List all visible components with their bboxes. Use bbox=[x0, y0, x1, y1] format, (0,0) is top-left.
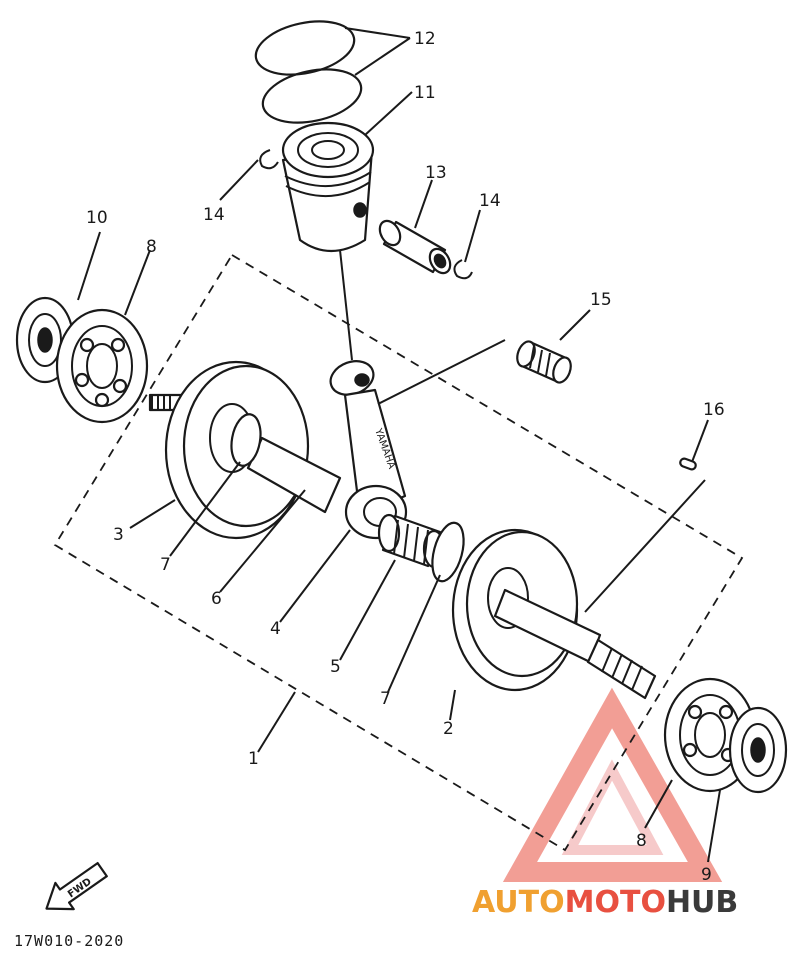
watermark-part-3: HUB bbox=[666, 885, 738, 920]
connecting-rod: YAMAHA bbox=[329, 360, 408, 540]
callout-2: 2 bbox=[443, 719, 454, 739]
woodruff-key bbox=[679, 457, 697, 471]
callout-16: 16 bbox=[703, 400, 725, 420]
crankshaft-right bbox=[451, 528, 657, 700]
callout-13: 13 bbox=[425, 163, 447, 183]
callout-8-right: 8 bbox=[636, 831, 647, 851]
callout-8-left: 8 bbox=[146, 237, 157, 257]
callout-5: 5 bbox=[330, 657, 341, 677]
piston-rings bbox=[254, 20, 363, 124]
callout-6: 6 bbox=[211, 589, 222, 609]
circlip-right bbox=[453, 259, 473, 280]
callout-12: 12 bbox=[414, 29, 436, 49]
callout-7-right: 7 bbox=[380, 689, 391, 709]
thrust-washer-right bbox=[431, 521, 465, 583]
watermark-part-2: MOTO bbox=[565, 885, 666, 920]
callout-4: 4 bbox=[270, 619, 281, 639]
piston-pin bbox=[378, 219, 452, 275]
crankshaft-left bbox=[148, 360, 342, 540]
fwd-arrow-icon: FWD bbox=[45, 861, 108, 911]
callout-3: 3 bbox=[113, 525, 124, 545]
callout-9: 9 bbox=[701, 865, 712, 885]
callout-14-right: 14 bbox=[479, 191, 501, 211]
oil-seal-right bbox=[728, 706, 788, 794]
callout-1: 1 bbox=[248, 749, 259, 769]
callout-11: 11 bbox=[414, 83, 436, 103]
callout-7-left: 7 bbox=[160, 555, 171, 575]
callout-14-left: 14 bbox=[203, 205, 225, 225]
reference-code: 17W010-2020 bbox=[14, 932, 124, 950]
watermark-part-1: AUTO bbox=[472, 885, 565, 920]
assembly-boundary-dashed bbox=[53, 253, 744, 852]
watermark-triangle-logo bbox=[502, 687, 723, 882]
callout-15: 15 bbox=[590, 290, 612, 310]
small-end-bearing bbox=[516, 340, 572, 384]
leader-lines bbox=[77, 27, 721, 863]
bearing-left bbox=[55, 308, 149, 424]
watermark-text: AUTOMOTOHUB bbox=[472, 885, 738, 920]
circlip-left bbox=[259, 149, 279, 170]
callout-10: 10 bbox=[86, 208, 108, 228]
piston bbox=[281, 121, 375, 252]
